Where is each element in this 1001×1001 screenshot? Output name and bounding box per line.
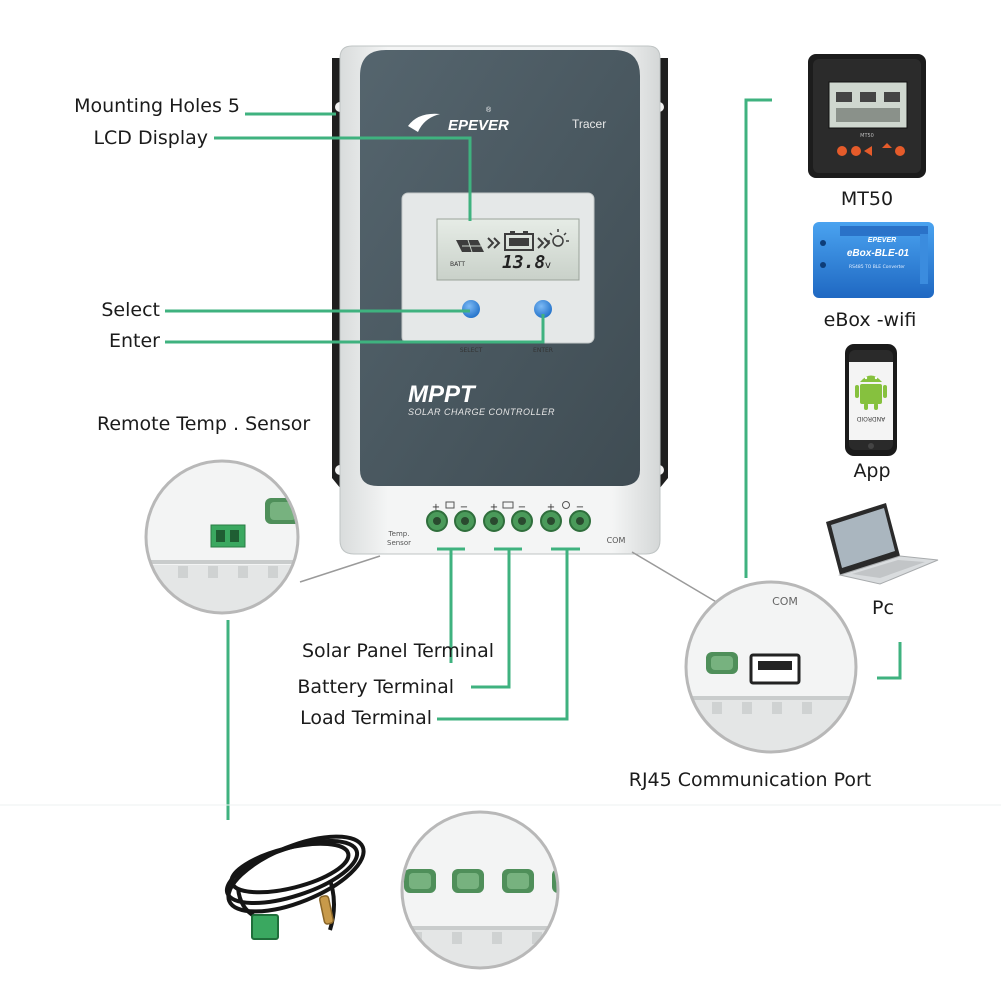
select-text: SELECT [460, 347, 483, 354]
model-name: Tracer [572, 117, 606, 131]
arrow-icon [487, 237, 551, 249]
label-mt50: MT50 [840, 188, 894, 210]
battery-icon [504, 231, 534, 251]
mppt-title: MPPT [408, 381, 477, 408]
com-text: COM [607, 536, 626, 545]
callout-remote-temp-sensor: Remote Temp . Sensor [97, 413, 311, 435]
temp-sensor-probe [318, 895, 334, 925]
label-app: App [853, 460, 891, 482]
enter-button[interactable] [534, 300, 552, 318]
phone-device: ANDROID [845, 344, 897, 456]
brand-registered: ® [486, 106, 492, 114]
terminal-mark: + [490, 502, 498, 513]
brand-logo: EPEVER [448, 117, 509, 134]
bulb-icon [562, 501, 570, 509]
terminal-screws [426, 510, 591, 532]
callout-load-terminal: Load Terminal [300, 707, 432, 729]
terminal-mark: − [518, 502, 526, 513]
ebox-model: eBox-BLE-01 [847, 248, 910, 259]
callout-rj45-port: RJ45 Communication Port [628, 769, 872, 791]
lcd-reading: 13.8 [502, 252, 545, 273]
callout-enter: Enter [109, 330, 160, 352]
solar-panel-icon [456, 239, 484, 253]
mppt-subtitle: SOLAR CHARGE CONTROLLER [408, 407, 555, 417]
terminal-mark: + [432, 502, 440, 513]
temp-sensor-zoom [144, 459, 300, 615]
zoom-pointer [631, 551, 719, 604]
select-button[interactable] [462, 300, 480, 318]
mt50-device: MT50 [808, 54, 926, 178]
callout-battery-terminal: Battery Terminal [297, 676, 454, 698]
battery-icon [502, 501, 514, 509]
android-robot-icon [855, 375, 887, 410]
android-text: ANDROID [856, 415, 885, 422]
ebox-device: EPEVER eBox-BLE-01 RS485 TO BLE Converte… [813, 222, 934, 298]
lcd-label: BATT [450, 261, 465, 268]
brand-swoosh-icon [408, 113, 440, 132]
terminal-mark: + [547, 502, 555, 513]
label-ebox: eBox -wifi [823, 309, 917, 331]
charge-controller: EPEVER ® Tracer BATT 13.8 [332, 45, 668, 555]
callout-solar-panel-terminal: Solar Panel Terminal [301, 640, 494, 662]
terminal-mark: − [576, 502, 584, 513]
lcd-unit: v [545, 260, 551, 271]
mt50-keys [837, 143, 905, 156]
solar-panel-icon [445, 501, 455, 509]
label-pc: Pc [872, 597, 894, 619]
com-zoom-text: COM [772, 595, 798, 608]
laptop-device [826, 503, 939, 585]
mt50-model: MT50 [860, 133, 874, 139]
enter-text: ENTER [533, 347, 553, 354]
leader-lines [165, 98, 902, 820]
zoom-pointer [299, 555, 381, 583]
sensor-plug [251, 914, 279, 940]
temp-sensor-text: Sensor [387, 539, 411, 547]
callout-lcd-display: LCD Display [93, 127, 208, 149]
com-port-zoom: COM [684, 580, 858, 754]
terminal-mark: − [460, 502, 468, 513]
bulb-icon [547, 229, 569, 247]
callout-select: Select [101, 299, 160, 321]
callout-mounting-holes: Mounting Holes 5 [74, 95, 240, 117]
ebox-brand: EPEVER [868, 237, 896, 244]
temp-sensor-text: Temp. [388, 530, 410, 538]
temp-sensor-cable [224, 834, 366, 940]
ebox-caption: RS485 TO BLE Converter [849, 264, 905, 270]
vents-zoom [400, 810, 560, 970]
